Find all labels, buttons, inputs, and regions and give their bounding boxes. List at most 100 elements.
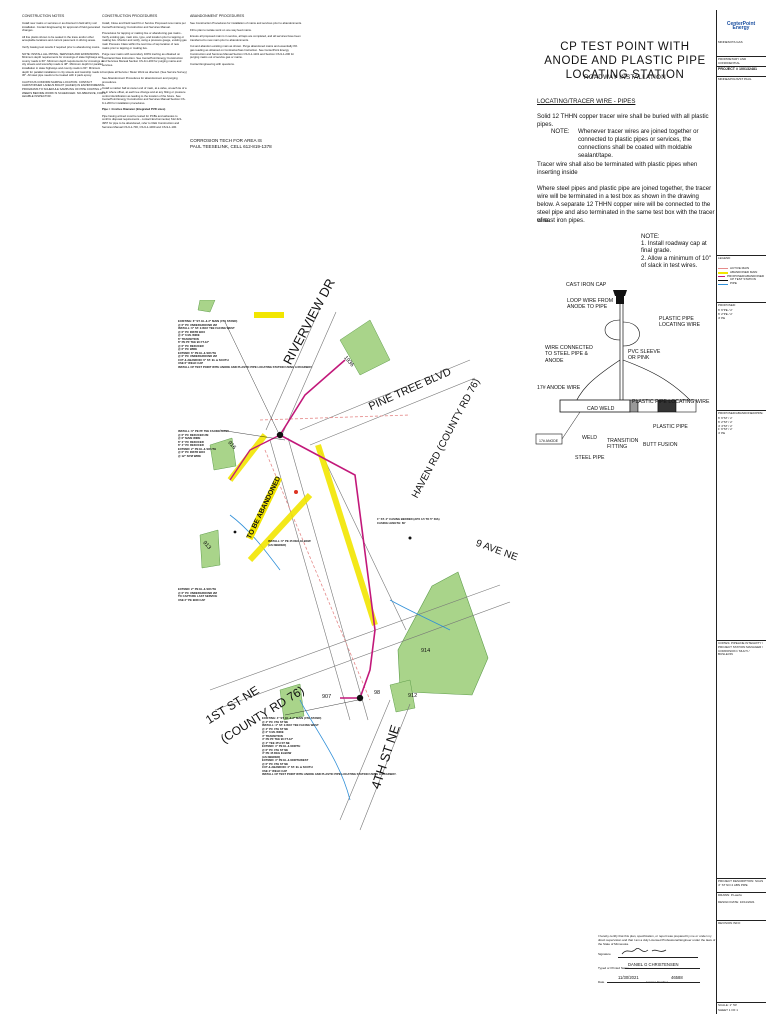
abandoned-item: 1' 6"ST / 2'	[718, 427, 733, 432]
cross-road-edge-2	[214, 601, 511, 711]
pinetree-edge-1	[299, 359, 471, 431]
lot-1936	[339, 319, 391, 376]
legend-item-pipe: PIPE	[718, 281, 764, 286]
proposed-list: 6' 6"PE / 2' 6' 2"PE / 2' 4' PE	[716, 308, 766, 321]
lot-916	[209, 437, 237, 471]
spec-title: CP TEST POINT WITH ANODE AND PLASTIC PIP…	[544, 41, 706, 81]
label-weld: WELD	[582, 435, 597, 441]
test-station-marker-2	[356, 694, 364, 702]
name-line	[625, 968, 700, 969]
procedure-1: Install, Close and Field read Kit or Ser…	[102, 21, 186, 29]
legend-title: LEGEND	[716, 255, 766, 262]
legend-item-active: ACTIVE MAIN	[718, 266, 764, 271]
water-line-3	[389, 599, 451, 631]
label-cad-weld: CAD WELD	[587, 406, 615, 412]
engineer-certification: I hereby certify that this plan, specifi…	[598, 934, 716, 946]
road-west-edge	[269, 439, 351, 721]
lot-907	[279, 683, 305, 721]
abandonment-2: Fill to plan to isolate work on one way …	[190, 27, 252, 32]
leader-2	[219, 429, 286, 441]
callout-existing-top: EXISTING: 6" ST. EL & 2" MAIN (4TH STAND…	[178, 319, 313, 369]
water-line-1	[229, 514, 281, 571]
label-steel-pipe: STEEL PIPE	[575, 455, 605, 461]
date-label: Date	[598, 980, 605, 984]
procedure-7-title: Pipe < 4 inches Diameter (Integrated PVD…	[102, 107, 166, 112]
sheet-number: SHEET 1 OF 1	[718, 1008, 738, 1012]
legend-label-active: ACTIVE MAIN	[730, 266, 750, 270]
company-sub: MINNESOTA GAS	[718, 40, 743, 44]
construction-notes-heading: CONSTRUCTION NOTES	[22, 14, 65, 18]
callout-install-tee: INSTALL: 6" PE PF TEE FACING EAST @ 6" P…	[178, 429, 229, 458]
legend-item-cp: CP TEST STATION	[718, 278, 764, 282]
locating-wire-line	[622, 359, 691, 401]
procedures-heading: CONSTRUCTION PROCEDURES	[102, 14, 158, 18]
spec-note-label: NOTE:	[551, 128, 570, 135]
legend: ACTIVE MAIN ABANDONED MAIN PROPOSED/ABAN…	[716, 266, 766, 287]
valve-marker	[294, 490, 298, 494]
legend-label-abandoned: ABANDONED MAIN	[730, 269, 758, 274]
proposed-main-1	[279, 434, 376, 699]
loop-wire-2	[622, 321, 640, 347]
abandoned-highlight-3	[247, 492, 313, 563]
legend-swatch-cp	[718, 279, 728, 281]
signature-line	[618, 957, 698, 958]
label-plastic-locating-wire: PLASTIC PIPE LOCATING WIRE	[659, 316, 701, 329]
legend-swatch-active	[718, 268, 728, 270]
cast-iron-cap-shape	[613, 290, 627, 296]
legend-label-proposed: PROPOSED/ABANDONED	[727, 273, 764, 278]
signature-stroke	[621, 947, 667, 955]
yellow-tag	[254, 312, 284, 318]
test-station-detail	[535, 290, 697, 445]
leader-3	[284, 699, 359, 716]
spec-para-3: Where steel pipes and plastic pipe are j…	[537, 185, 715, 224]
project-number: PROJECT # 100132481	[716, 66, 766, 73]
construction-note-5: CAUTIOUS CONFIRM SAMPLE LOCATION. CONTAC…	[22, 79, 106, 99]
existing-gas-2	[264, 449, 371, 701]
proposed-main-2	[279, 359, 346, 436]
cap-neck	[616, 296, 624, 304]
procedure-6: Install a marker ball at owner end of ma…	[102, 86, 187, 105]
proprietary: PROPRIETARY AND CONFIDENTIAL	[716, 56, 766, 67]
procedure-5: See Abandonment Procedures for abandonme…	[102, 76, 178, 84]
4th-st-edge-2	[359, 703, 411, 831]
parcel-912: 912	[408, 693, 418, 699]
leader-1	[224, 321, 279, 433]
signature-mark	[621, 947, 667, 955]
riverview-edge-1	[265, 307, 321, 431]
spec-note-text: Whenever tracer wires are joined togethe…	[578, 128, 699, 159]
spec-para-1: Solid 12 THHN copper tracer wire shall b…	[537, 113, 709, 128]
label-cast-iron-cap: CAST IRON CAP	[566, 282, 607, 288]
callout-casing: 1" ST. 4" CASING BEDDED (APX 4.5 TO 5" D…	[377, 517, 440, 525]
label-butt-fusion: BUTT FUSION	[643, 442, 678, 448]
spec-section-heading: LOCATING/TRACER WIRE - PIPES	[537, 98, 635, 106]
date-line	[607, 982, 700, 983]
abandoned-list: 6' 6"ST / 2' 6' 2"ST / 2' 4' 4"ST / 2' 1…	[716, 416, 766, 437]
riverview-edge-2	[281, 311, 337, 436]
procedure-4: Complete all Service / Meter Work as dir…	[102, 69, 187, 74]
label-plastic-locating-wire-2: PLASTIC PIPE LOCATING WIRE	[632, 399, 710, 405]
spec-section-heading-text: LOCATING/TRACER WIRE - PIPES	[537, 98, 636, 105]
corrosion-contact: CORROSION TECH FOR AREA IS PAUL TEESELIN…	[190, 138, 272, 150]
plastic-pipe-end	[675, 399, 697, 413]
proposed-item: 6' 2"PE / 2'	[718, 311, 733, 316]
spec-subtitle: ROADWAY INSTALLATION	[584, 74, 666, 81]
abandoned-highlight-1	[227, 433, 268, 482]
construction-note-2: All line plants shown to be sealed in th…	[22, 34, 96, 43]
cross-road-edge-1	[209, 584, 501, 691]
abandonment-3: Ensure all proposed main is in service, …	[190, 34, 301, 42]
contact-line-1: CORROSION TECH FOR AREA IS	[190, 138, 262, 143]
pinetree-edge-2	[309, 377, 476, 446]
proposed-item: 6' 6"PE / 2'	[718, 308, 733, 312]
water-line-2	[299, 699, 351, 801]
spec-para-2: Tracer wire shall also be terminated wit…	[537, 161, 698, 176]
procedure-7: Pipe having arrived must be tested for P…	[102, 113, 183, 129]
legend-item-proposed: PROPOSED/ABANDONED	[718, 273, 764, 279]
parcel-914: 914	[421, 648, 431, 654]
parcel-907: 907	[322, 694, 332, 700]
abandonment-5: Contact Engineering with questions.	[190, 61, 235, 66]
detail-note: NOTE: 1. Install roadway cap at final gr…	[641, 233, 711, 269]
abandonment-4: Cut and abandon existing main as shown. …	[190, 44, 298, 60]
callout-existing-bottom: EXISTING: 4" ST. EL & 2" MAIN (4TH STAND…	[262, 716, 397, 776]
loop-wire	[604, 319, 621, 341]
lot-912	[389, 679, 416, 713]
